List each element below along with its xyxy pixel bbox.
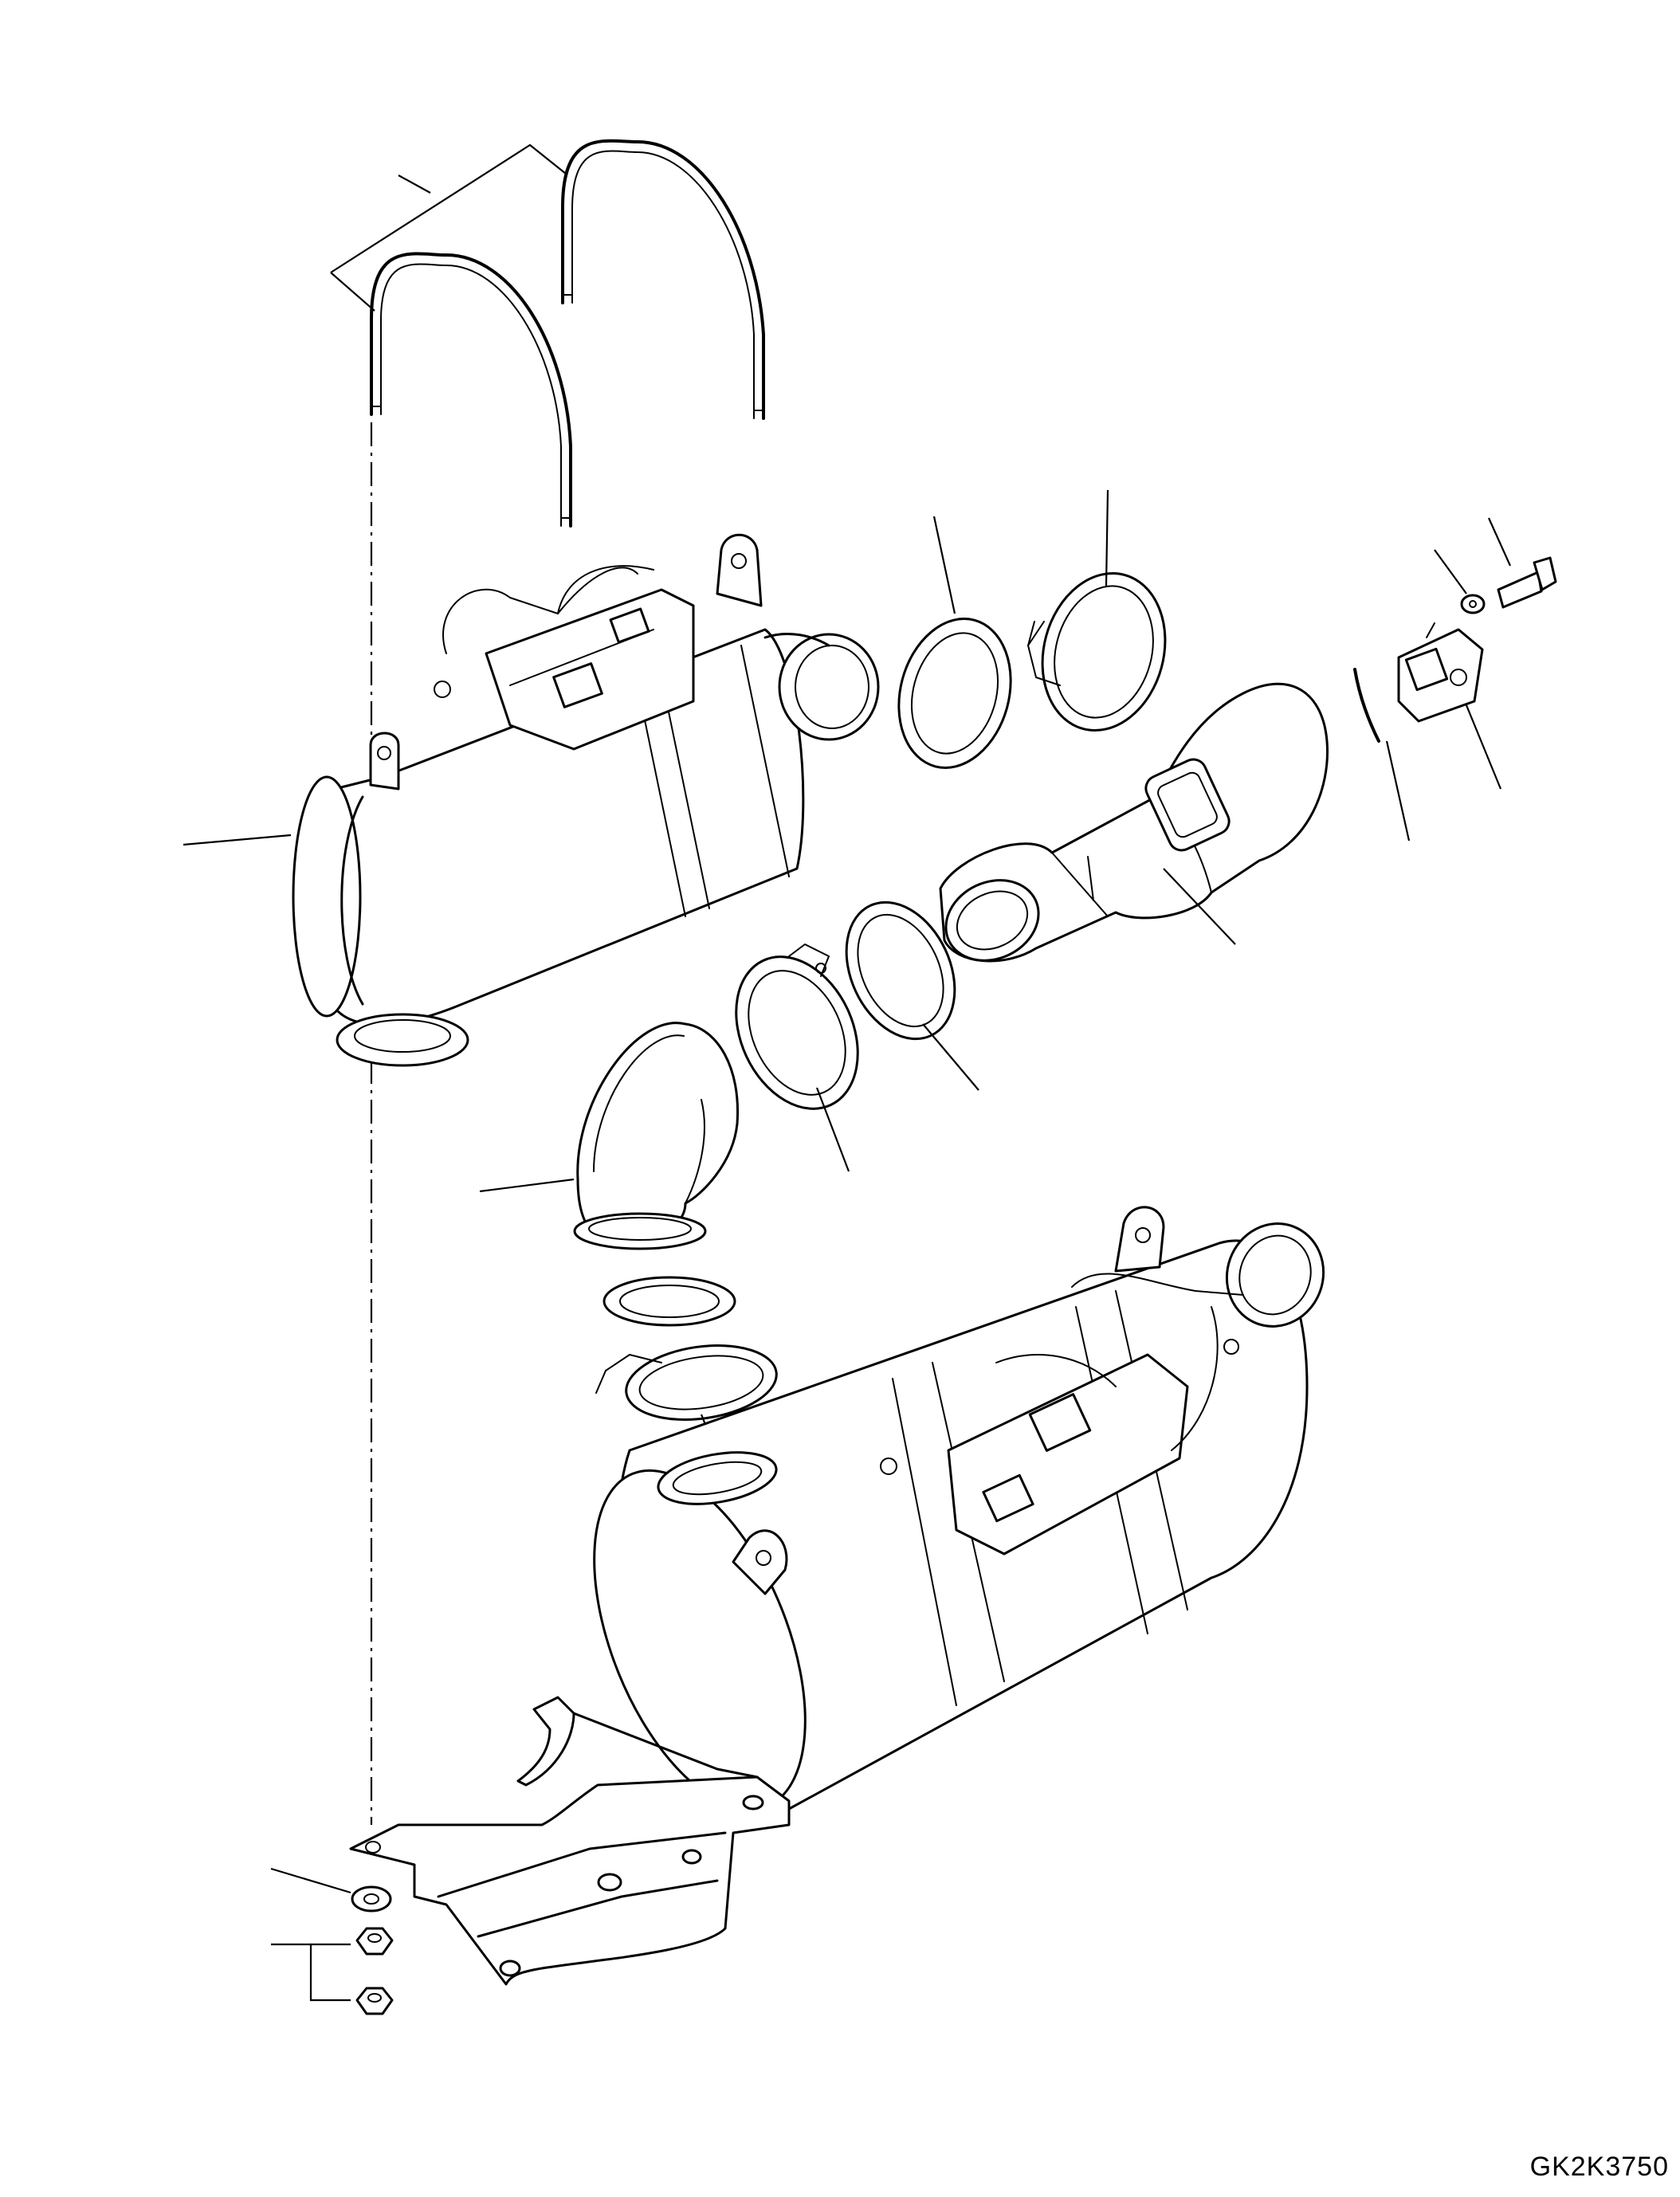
nut-lower xyxy=(355,1987,394,2015)
lower-canister xyxy=(593,1206,1325,1817)
washer-leader xyxy=(1434,549,1467,594)
drawing-code: GK2K3750 xyxy=(1529,2152,1669,2182)
mounting-bolt-leader xyxy=(1487,517,1512,567)
flat-washer xyxy=(351,1885,392,1913)
u-bolt-left xyxy=(370,252,572,528)
connecting-pipe xyxy=(939,682,1329,963)
nut-leader xyxy=(271,1943,351,2002)
gasket-middle xyxy=(845,900,956,1041)
pressure-sensor xyxy=(1397,622,1484,723)
nut-upper xyxy=(355,1927,394,1956)
upper-canister-leader xyxy=(183,834,292,846)
mounting-bracket xyxy=(349,1696,791,1986)
flat-washer-leader xyxy=(270,1867,351,1894)
gasket-middle-leader xyxy=(922,1023,979,1091)
v-clamp-middle-leader xyxy=(815,1087,850,1172)
upper-canister xyxy=(292,533,880,1067)
v-clamp-middle xyxy=(735,944,859,1110)
v-clamp-upper xyxy=(1027,571,1167,732)
gasket-thin-leader xyxy=(1385,740,1411,842)
v-clamp-lower xyxy=(595,1344,778,1421)
connecting-pipe-leader xyxy=(1163,868,1236,945)
elbow-pipe xyxy=(573,1022,740,1250)
gasket-upper xyxy=(897,618,1012,769)
gasket-upper-leader xyxy=(932,516,956,614)
gasket-lower xyxy=(603,1276,736,1327)
gasket-thin xyxy=(1353,668,1380,743)
washer xyxy=(1460,594,1486,614)
elbow-pipe-leader xyxy=(479,1178,575,1193)
u-bolt-leader xyxy=(330,143,567,312)
v-clamp-upper-leader xyxy=(1105,489,1109,587)
pressure-sensor-leader xyxy=(1465,704,1502,790)
mounting-bolt xyxy=(1497,556,1557,609)
u-bolt-right xyxy=(561,139,765,420)
